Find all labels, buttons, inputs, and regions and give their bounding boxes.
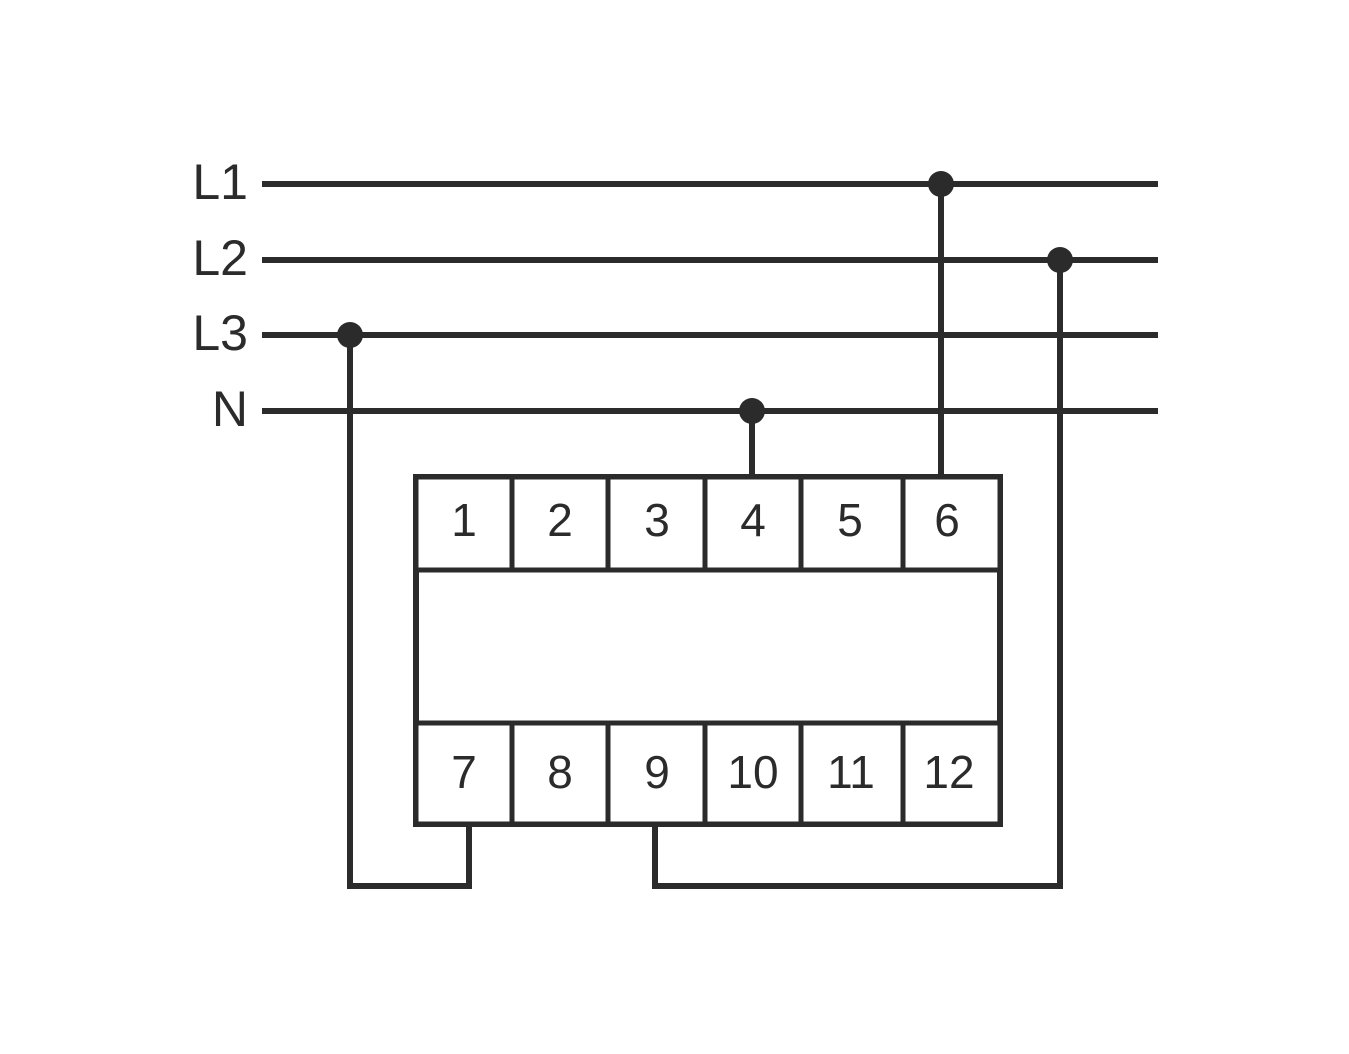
terminal-cell-7[interactable]	[413, 720, 515, 827]
terminal-label-5: 5	[837, 494, 863, 546]
terminal-label-8: 8	[547, 746, 573, 798]
terminal-label-11: 11	[827, 746, 875, 798]
terminal-label-3: 3	[644, 494, 670, 546]
drop-wire-l2-to-terminal-9	[652, 260, 1063, 889]
junction-dot-n	[739, 398, 765, 424]
terminal-cell-11[interactable]	[798, 720, 906, 827]
terminal-label-2: 2	[547, 494, 573, 546]
terminal-label-4: 4	[740, 494, 766, 546]
terminal-cell-4[interactable]	[702, 474, 804, 573]
terminal-label-9: 9	[644, 746, 670, 798]
terminal-label-6: 6	[934, 494, 960, 546]
bus-label-n: N	[212, 381, 248, 437]
terminal-cell-10[interactable]	[702, 720, 804, 827]
bus-label-l1: L1	[192, 154, 248, 210]
terminal-cell-6[interactable]	[900, 474, 1003, 573]
terminal-cell-9[interactable]	[605, 720, 708, 827]
terminal-label-1: 1	[451, 494, 477, 546]
terminal-label-10: 10	[727, 746, 778, 798]
bus-label-l2: L2	[192, 230, 248, 286]
junction-dot-l1	[928, 171, 954, 197]
terminal-cell-5[interactable]	[798, 474, 906, 573]
drop-wire-l3-to-terminal-7	[347, 335, 472, 889]
terminal-label-12: 12	[923, 746, 974, 798]
terminal-cell-12[interactable]	[900, 720, 1003, 827]
junction-dot-l3	[337, 322, 363, 348]
bus-label-l3: L3	[192, 305, 248, 361]
junction-dot-l2	[1047, 247, 1073, 273]
terminal-label-7: 7	[451, 746, 477, 798]
